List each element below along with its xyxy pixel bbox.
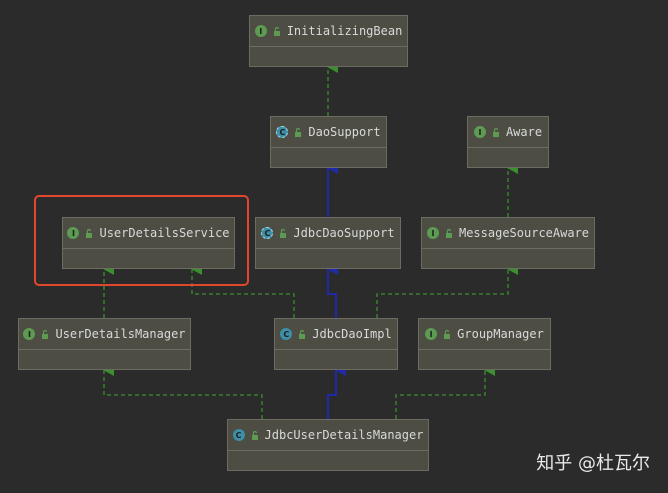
watermark: 知乎 @杜瓦尔 bbox=[536, 453, 650, 474]
class-icon: C bbox=[280, 328, 293, 340]
interface-icon: I bbox=[473, 126, 486, 138]
lock-icon bbox=[444, 329, 451, 339]
node-initializing-bean[interactable]: I InitializingBean bbox=[249, 15, 408, 67]
node-label: JdbcUserDetailsManager bbox=[264, 428, 424, 442]
interface-icon: I bbox=[23, 328, 36, 340]
node-jdbc-user-details-manager[interactable]: C JdbcUserDetailsManager bbox=[227, 419, 429, 471]
node-label: GroupManager bbox=[457, 327, 544, 341]
relation-extends bbox=[327, 263, 338, 318]
lock-icon bbox=[445, 228, 452, 238]
node-aware[interactable]: I Aware bbox=[467, 116, 549, 168]
node-label: JdbcDaoImpl bbox=[312, 327, 392, 341]
lock-icon bbox=[280, 228, 287, 238]
lock-icon bbox=[251, 430, 258, 440]
abstract-class-icon: C bbox=[261, 227, 274, 239]
lock-icon bbox=[86, 228, 93, 238]
lock-icon bbox=[273, 26, 280, 36]
interface-icon: I bbox=[425, 328, 438, 340]
node-label: UserDetailsManager bbox=[55, 327, 186, 341]
class-icon: C bbox=[232, 429, 245, 441]
interface-icon: I bbox=[254, 25, 267, 37]
relation-extends bbox=[327, 364, 346, 419]
node-dao-support[interactable]: C DaoSupport bbox=[270, 116, 387, 168]
abstract-class-icon: C bbox=[276, 126, 289, 138]
relation-implements bbox=[103, 364, 263, 419]
lock-icon bbox=[492, 127, 499, 137]
node-label: DaoSupport bbox=[308, 125, 381, 139]
node-label: Aware bbox=[505, 125, 543, 139]
relation-lines bbox=[103, 61, 518, 419]
relation-implements bbox=[376, 263, 518, 318]
node-jdbc-dao-support[interactable]: C JdbcDaoSupport bbox=[255, 217, 401, 269]
lock-icon bbox=[295, 127, 302, 137]
node-jdbc-dao-impl[interactable]: C JdbcDaoImpl bbox=[274, 318, 398, 370]
lock-icon bbox=[299, 329, 306, 339]
lock-icon bbox=[42, 329, 49, 339]
node-user-details-service[interactable]: I UserDetailsService bbox=[62, 217, 235, 269]
node-message-source-aware[interactable]: I MessageSourceAware bbox=[421, 217, 595, 269]
interface-icon: I bbox=[426, 227, 439, 239]
node-group-manager[interactable]: I GroupManager bbox=[418, 318, 551, 370]
node-label: JdbcDaoSupport bbox=[293, 226, 395, 240]
node-label: MessageSourceAware bbox=[458, 226, 590, 240]
node-label: UserDetailsService bbox=[99, 226, 230, 240]
interface-icon: I bbox=[67, 227, 80, 239]
node-label: InitializingBean bbox=[286, 24, 403, 38]
node-user-details-manager[interactable]: I UserDetailsManager bbox=[18, 318, 191, 370]
relation-implements bbox=[395, 364, 495, 419]
highlight-box bbox=[34, 195, 249, 286]
